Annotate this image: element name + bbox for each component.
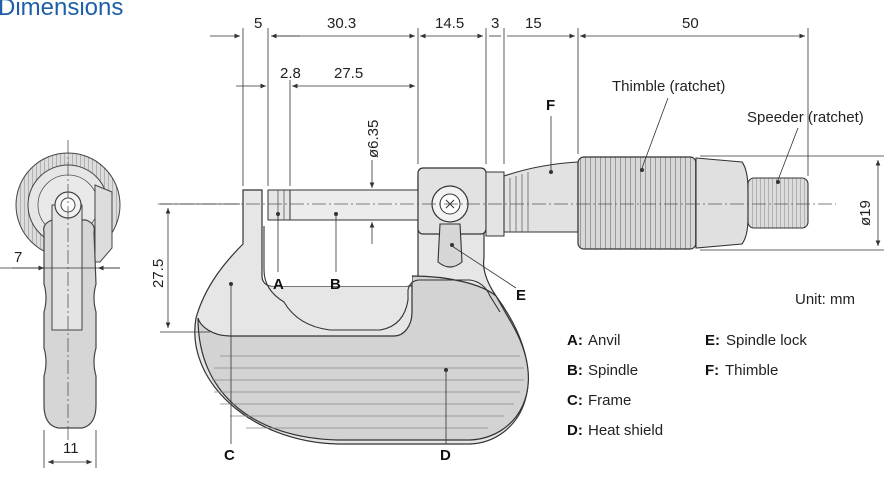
page-title: Dimensions xyxy=(0,0,123,21)
part-label-b: B xyxy=(330,276,341,293)
svg-text:D:: D: xyxy=(567,422,583,439)
side-view: 7 11 xyxy=(0,140,121,468)
callouts: Thimble (ratchet) Speeder (ratchet) Unit… xyxy=(612,78,864,308)
svg-text:F:: F: xyxy=(705,362,719,379)
heat-shield-lines xyxy=(212,355,524,429)
part-label-f: F xyxy=(546,97,555,114)
svg-text:Anvil: Anvil xyxy=(588,332,621,349)
legend-item-b: B: Spindle xyxy=(567,362,638,379)
svg-text:Frame: Frame xyxy=(588,392,631,409)
parts-legend: A: Anvil B: Spindle C: Frame D: Heat shi… xyxy=(567,332,807,439)
thimble-ratchet xyxy=(577,156,697,250)
legend-item-e: E: Spindle lock xyxy=(705,332,807,349)
part-label-a: A xyxy=(273,276,284,293)
dim-7: 7 xyxy=(14,249,22,266)
callout-thimble-ratchet: Thimble (ratchet) xyxy=(612,78,725,95)
dim-14-5: 14.5 xyxy=(435,15,464,32)
legend-item-f: F: Thimble xyxy=(705,362,778,379)
dim-11: 11 xyxy=(63,440,79,457)
part-label-e: E xyxy=(516,287,526,304)
dim-27-5-side: 27.5 xyxy=(150,259,167,288)
callout-speeder-ratchet: Speeder (ratchet) xyxy=(747,109,864,126)
front-view xyxy=(158,156,836,445)
dim-27-5-top: 27.5 xyxy=(334,65,363,82)
spindle-lock xyxy=(437,223,463,268)
svg-text:B:: B: xyxy=(567,362,583,379)
part-label-c: C xyxy=(224,447,235,464)
svg-text:Spindle: Spindle xyxy=(588,362,638,379)
dim-30-3: 30.3 xyxy=(327,15,356,32)
dim-5: 5 xyxy=(254,15,262,32)
svg-text:Heat shield: Heat shield xyxy=(588,422,663,439)
legend-item-c: C: Frame xyxy=(567,392,631,409)
dimension-lines: 5 30.3 14.5 3 15 50 2.8 27.5 ø6.35 ø19 2… xyxy=(150,15,884,333)
svg-text:A:: A: xyxy=(567,332,583,349)
legend-item-d: D: Heat shield xyxy=(567,422,663,439)
unit-label: Unit: mm xyxy=(795,291,855,308)
dim-dia-19: ø19 xyxy=(857,200,874,226)
dim-2-8: 2.8 xyxy=(280,65,301,82)
svg-text:Spindle lock: Spindle lock xyxy=(726,332,807,349)
dim-dia-6-35: ø6.35 xyxy=(365,120,382,158)
dim-50: 50 xyxy=(682,15,699,32)
legend-item-a: A: Anvil xyxy=(567,332,621,349)
part-label-d: D xyxy=(440,447,451,464)
part-labels: A B C D E F xyxy=(224,97,555,464)
dim-15: 15 xyxy=(525,15,542,32)
dim-3: 3 xyxy=(491,15,499,32)
svg-text:Thimble: Thimble xyxy=(725,362,778,379)
speeder-ratchet xyxy=(747,177,809,229)
svg-text:C:: C: xyxy=(567,392,583,409)
svg-text:E:: E: xyxy=(705,332,720,349)
spindle xyxy=(289,189,419,221)
